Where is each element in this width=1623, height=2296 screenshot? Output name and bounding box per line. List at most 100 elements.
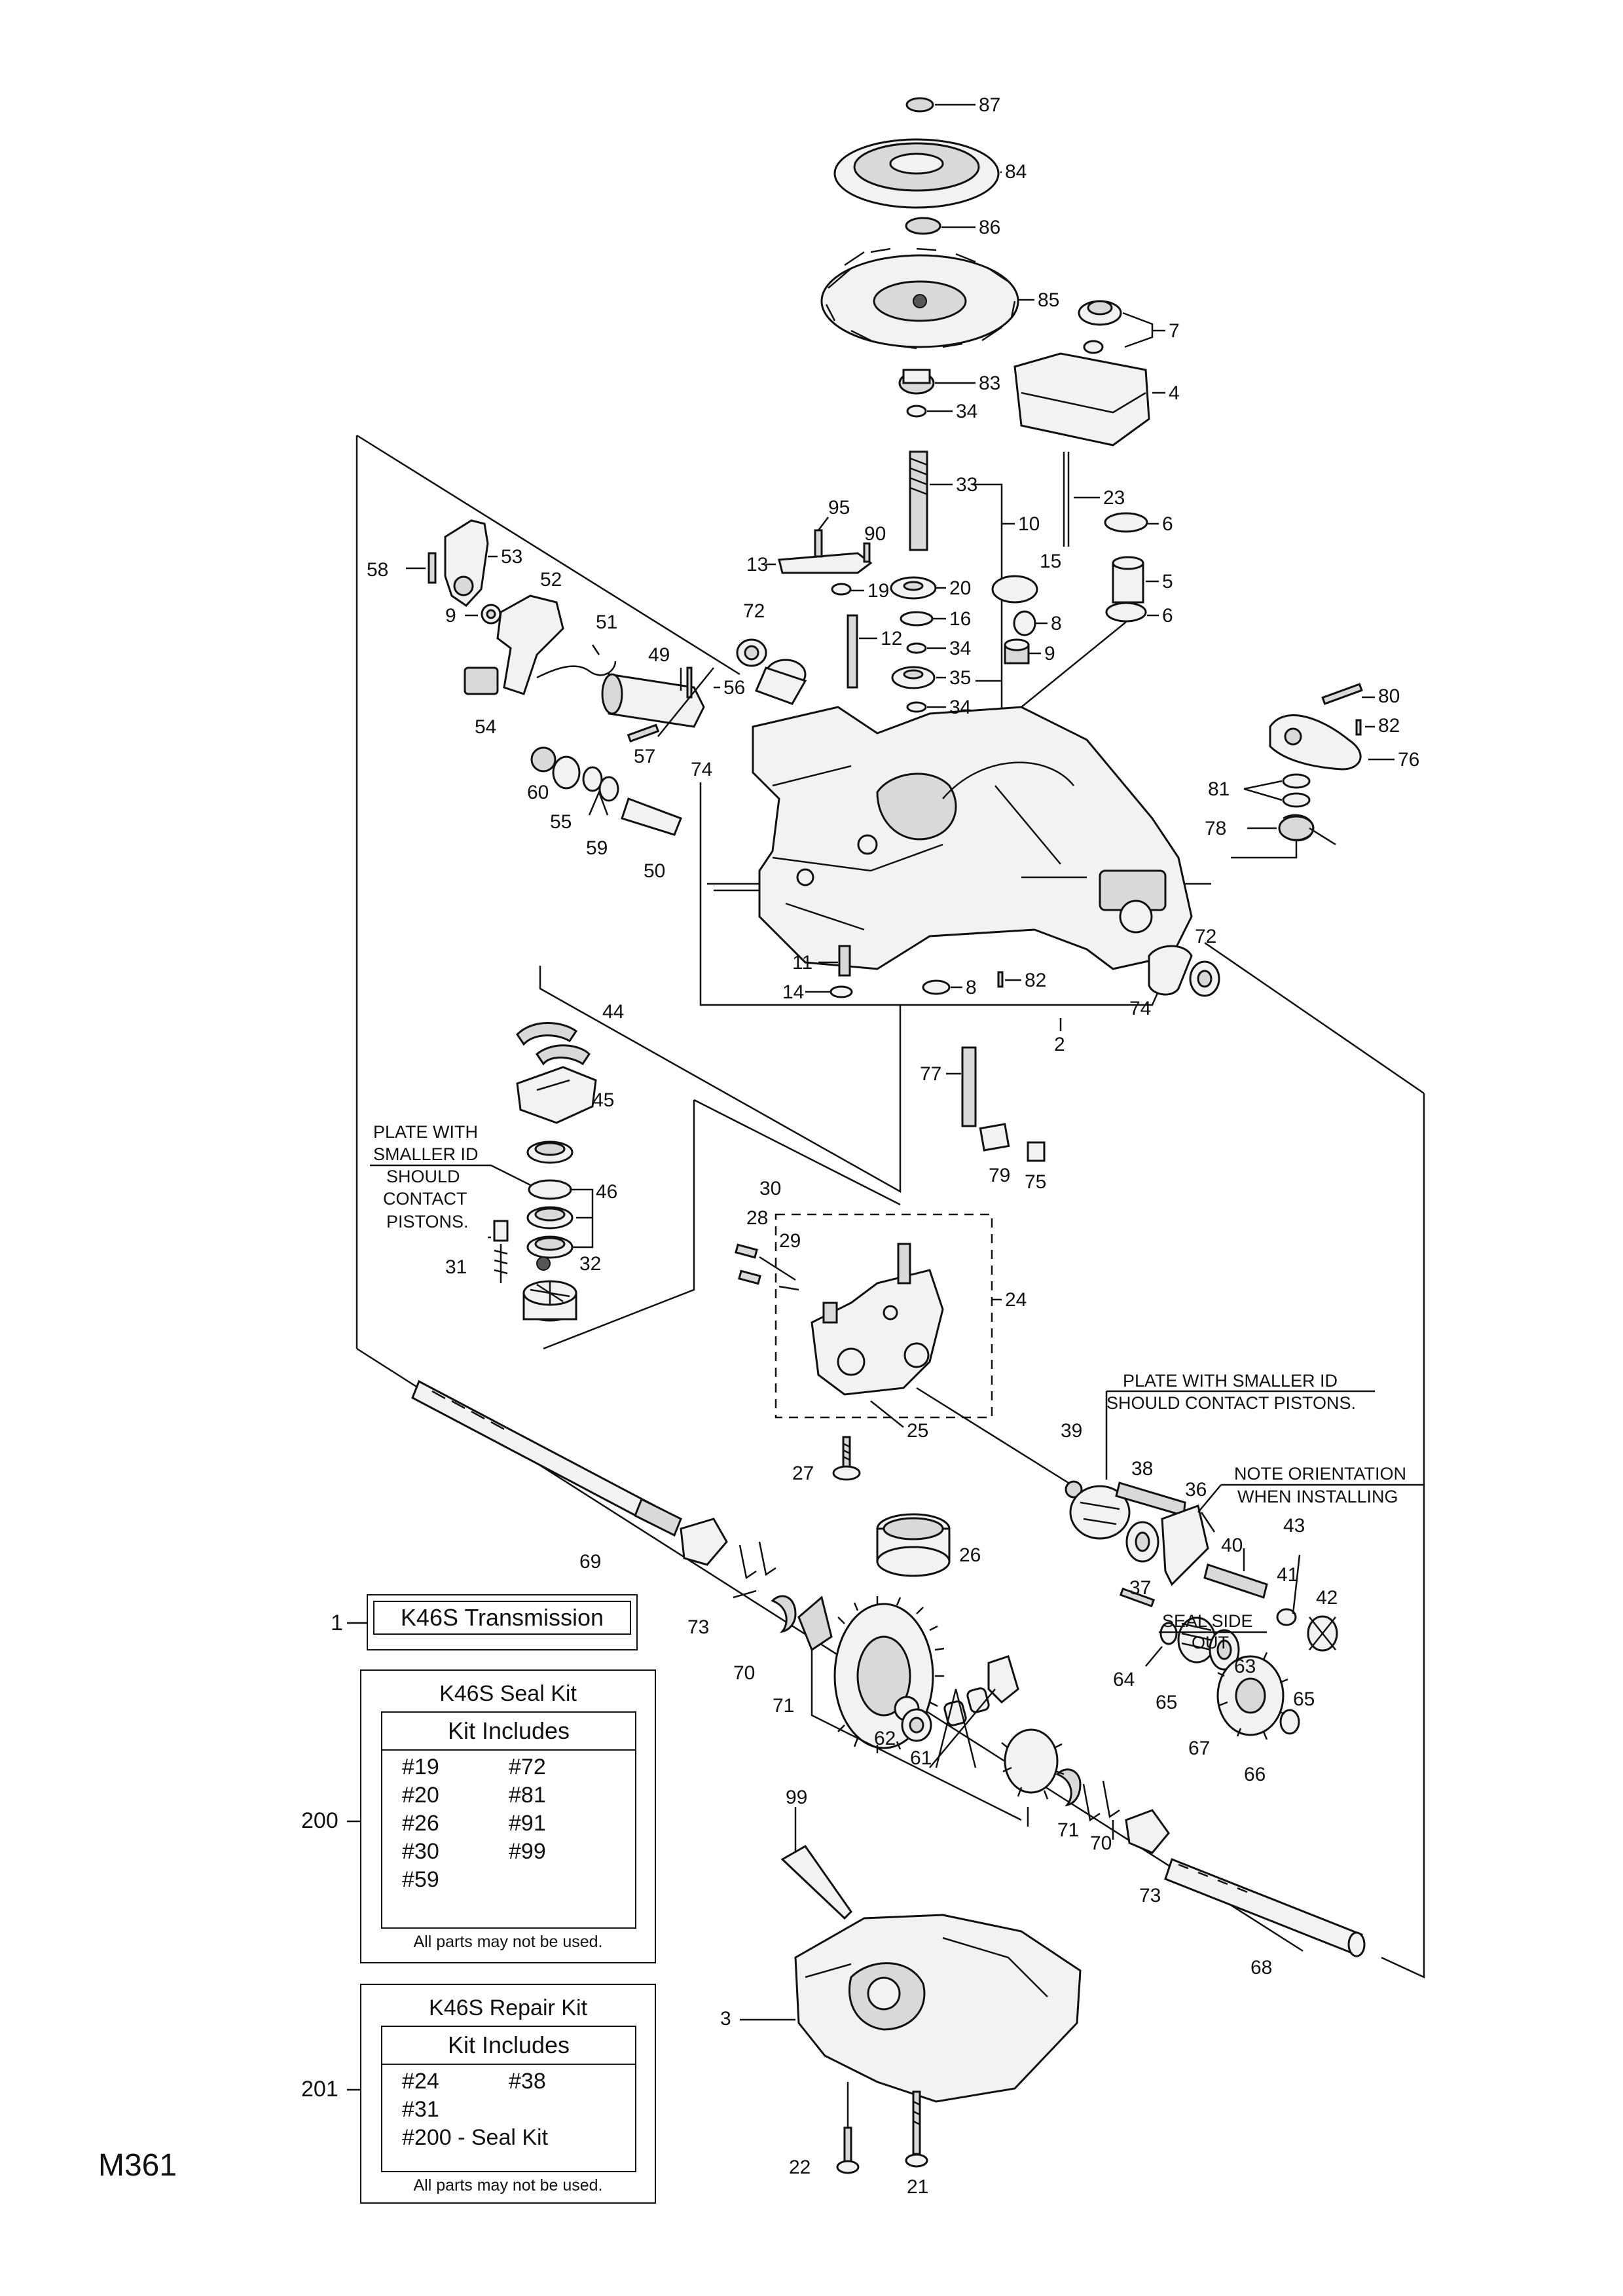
seal-kit-title: K46S Seal Kit xyxy=(439,1681,577,1706)
label-22: 22 xyxy=(789,2157,811,2178)
axle-right-68 xyxy=(1055,1768,1366,1958)
label-31: 31 xyxy=(445,1256,467,1278)
note-plate-right-1: PLATE WITH SMALLER ID xyxy=(1123,1371,1338,1391)
label-65-left: 65 xyxy=(1156,1692,1177,1713)
label-99: 99 xyxy=(786,1787,807,1808)
seal-kit-list: #19 #72 #20 #81 #26 #91 #30 #99 #59 xyxy=(382,1751,635,1893)
label-19: 19 xyxy=(867,580,889,602)
note-plate-left-2: SMALLER ID xyxy=(373,1144,479,1164)
repair-kit-includes: Kit Includes #24 #38 #31 #200 - Seal Kit xyxy=(381,2026,636,2172)
check-valves xyxy=(735,1243,799,1291)
repair-kit-item: #200 - Seal Kit xyxy=(402,2125,549,2150)
seal-kit-ref: 200 xyxy=(301,1808,338,1833)
washer-86 xyxy=(905,217,941,235)
label-3: 3 xyxy=(720,2008,731,2030)
bypass-lever-13 xyxy=(766,517,873,574)
label-73-left: 73 xyxy=(687,1616,709,1638)
seal-kit-item: #81 xyxy=(509,1783,546,1808)
seal-kit-includes: Kit Includes #19 #72 #20 #81 #26 #91 #30… xyxy=(381,1711,636,1929)
label-52: 52 xyxy=(540,569,562,591)
repair-kit-item: #31 xyxy=(402,2097,439,2122)
label-73-right: 73 xyxy=(1139,1885,1161,1906)
label-58: 58 xyxy=(367,559,388,581)
note-plate-left-1: PLATE WITH xyxy=(373,1122,478,1142)
label-72-top: 72 xyxy=(743,600,765,622)
label-74-bottom: 74 xyxy=(1129,998,1151,1019)
seal-kit-footnote: All parts may not be used. xyxy=(413,1933,603,1951)
seal-kit-item: #26 xyxy=(402,1811,439,1836)
label-71-left: 71 xyxy=(773,1695,794,1717)
label-12: 12 xyxy=(881,628,902,649)
seal-kit-item: #59 xyxy=(402,1867,439,1892)
label-86: 86 xyxy=(979,217,1000,238)
label-82-top: 82 xyxy=(1378,715,1400,737)
right-lever-group xyxy=(1243,683,1395,846)
label-76: 76 xyxy=(1398,749,1419,771)
seal-kit-item: #20 xyxy=(402,1783,439,1808)
label-45: 45 xyxy=(593,1089,614,1111)
label-43: 43 xyxy=(1283,1515,1305,1537)
label-82-bottom: 82 xyxy=(1025,970,1046,991)
label-20: 20 xyxy=(949,577,971,599)
label-37: 37 xyxy=(1129,1577,1151,1599)
housing-small-parts xyxy=(805,945,1220,1031)
transmission-box: K46S Transmission xyxy=(367,1594,638,1650)
label-72-right: 72 xyxy=(1195,926,1216,947)
label-7: 7 xyxy=(1169,320,1180,342)
bolt-and-sealant xyxy=(780,1436,861,1920)
label-6-top: 6 xyxy=(1162,513,1173,535)
label-8-bottom: 8 xyxy=(966,977,977,998)
label-55: 55 xyxy=(550,811,572,833)
repair-kit-includes-header: Kit Includes xyxy=(382,2027,635,2065)
label-39: 39 xyxy=(1061,1420,1082,1442)
label-6-bottom: 6 xyxy=(1162,605,1173,627)
label-68: 68 xyxy=(1250,1957,1272,1978)
label-9-right: 9 xyxy=(1044,643,1055,665)
reservoir-4 xyxy=(1013,352,1150,446)
center-section-24 xyxy=(775,1213,1074,1487)
transmission-ref: 1 xyxy=(331,1611,343,1635)
assembly-notes: PLATE WITH SMALLER ID SHOULD CONTACT PIS… xyxy=(370,1122,1424,1652)
control-linkage xyxy=(406,519,807,884)
label-53: 53 xyxy=(501,546,522,568)
label-35: 35 xyxy=(949,667,971,689)
label-9-left: 9 xyxy=(445,605,456,627)
seal-kit-includes-header: Kit Includes xyxy=(382,1713,635,1751)
seal-kit-box: K46S Seal Kit Kit Includes #19 #72 #20 #… xyxy=(360,1669,656,1963)
note-plate-left-4: CONTACT xyxy=(383,1189,467,1209)
label-41: 41 xyxy=(1277,1564,1298,1586)
label-33: 33 xyxy=(956,474,977,496)
label-29: 29 xyxy=(779,1230,801,1252)
label-62: 62 xyxy=(874,1728,896,1749)
label-95: 95 xyxy=(828,497,850,519)
repair-kit-item: #38 xyxy=(509,2069,546,2094)
label-54: 54 xyxy=(475,716,496,738)
seal-kit-item: #91 xyxy=(509,1811,546,1836)
label-2: 2 xyxy=(1054,1034,1065,1055)
repair-kit-footnote: All parts may not be used. xyxy=(413,2176,603,2195)
label-15: 15 xyxy=(1040,551,1061,572)
label-38: 38 xyxy=(1131,1458,1153,1480)
label-14: 14 xyxy=(782,981,804,1003)
repair-kit-title: K46S Repair Kit xyxy=(429,1995,587,2020)
label-27: 27 xyxy=(792,1463,814,1484)
label-32: 32 xyxy=(579,1253,601,1275)
label-71-right: 71 xyxy=(1057,1819,1079,1841)
note-seal-side-1: SEAL SIDE xyxy=(1162,1611,1253,1631)
label-8-top: 8 xyxy=(1051,613,1062,634)
repair-kit-ref: 201 xyxy=(301,2077,338,2102)
label-49: 49 xyxy=(648,644,670,666)
note-plate-left-5: PISTONS. xyxy=(386,1212,469,1231)
label-59: 59 xyxy=(586,837,608,859)
cap-and-plug-7 xyxy=(1078,300,1165,354)
cooling-fan-85 xyxy=(820,247,1034,350)
label-34-middle: 34 xyxy=(949,638,971,659)
transmission-name: K46S Transmission xyxy=(373,1601,631,1635)
label-36: 36 xyxy=(1185,1479,1207,1501)
note-plate-right-2: SHOULD CONTACT PISTONS. xyxy=(1106,1393,1356,1413)
label-23: 23 xyxy=(1103,487,1125,509)
note-orientation-1: NOTE ORIENTATION xyxy=(1234,1464,1406,1484)
nut-and-reservoir xyxy=(898,352,1165,547)
label-4: 4 xyxy=(1169,382,1180,404)
part-number-labels: 87 84 86 85 7 83 34 4 33 23 6 95 90 10 1… xyxy=(367,94,1419,2198)
